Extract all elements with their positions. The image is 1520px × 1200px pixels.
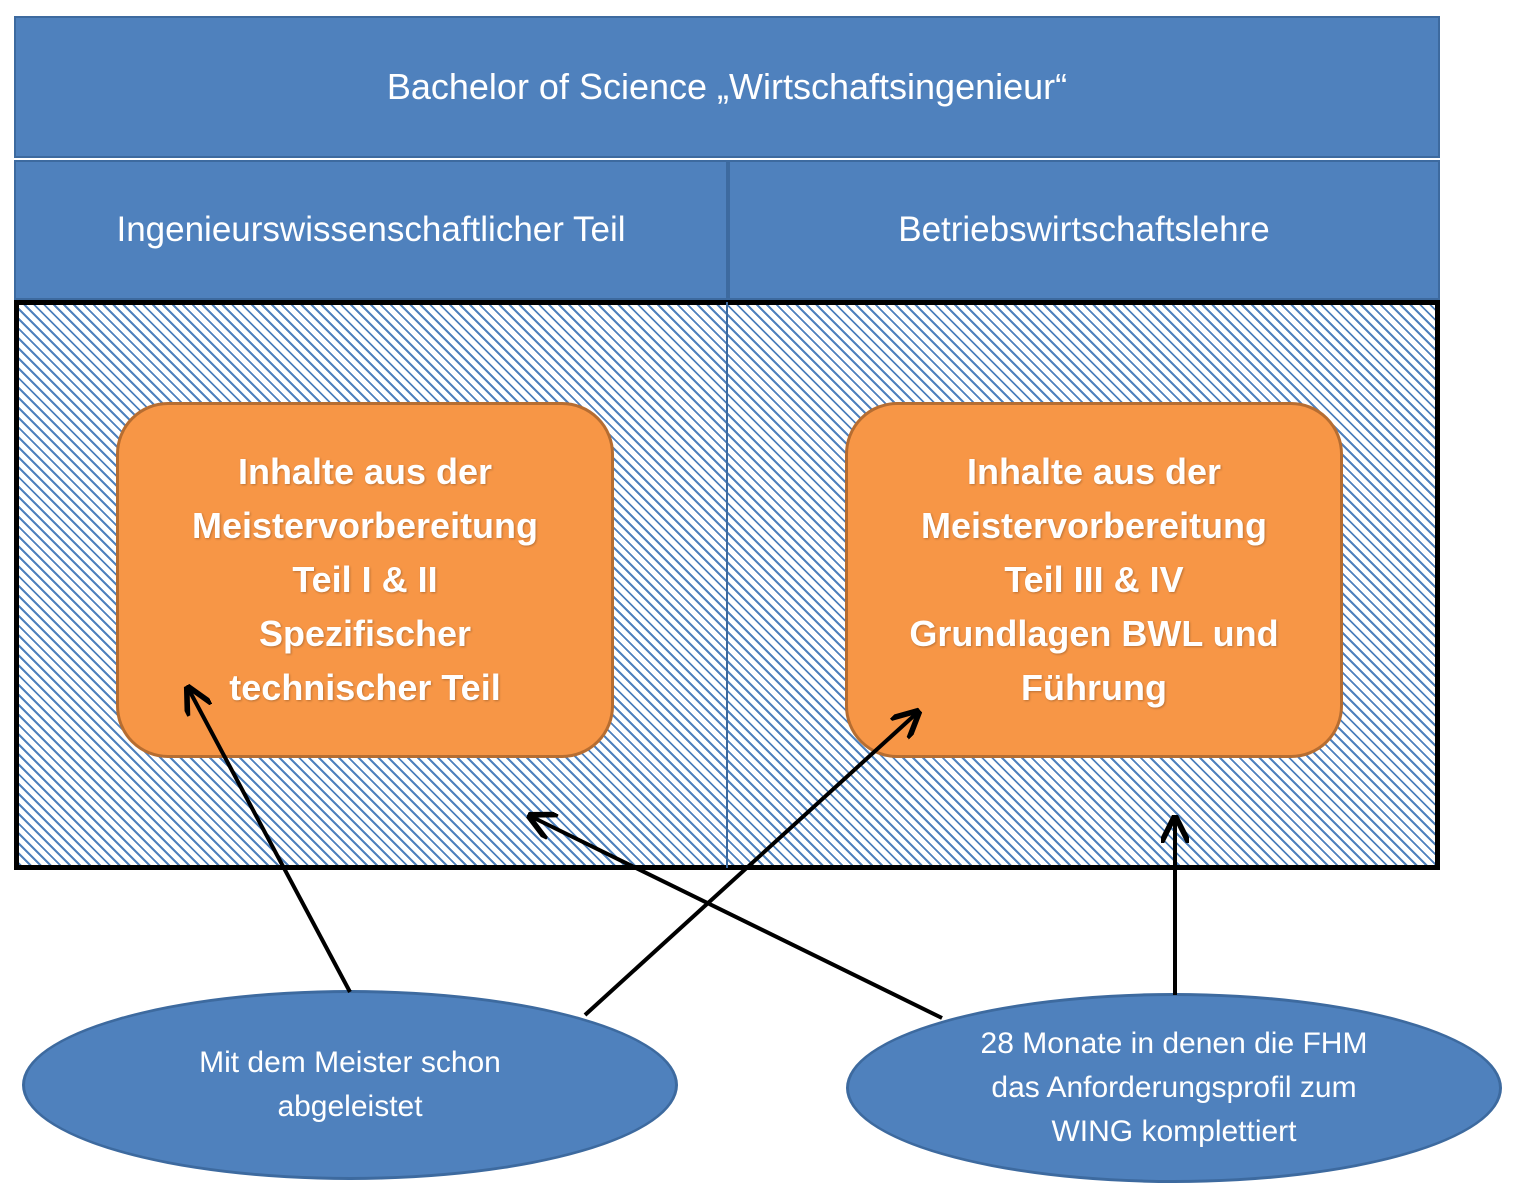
ellipse-line: Mit dem Meister schon (199, 1046, 501, 1079)
box-line: Inhalte aus der (966, 451, 1222, 492)
box-line: Inhalte aus der (237, 451, 493, 492)
box-line: Meistervorbereitung (191, 505, 539, 546)
box-line: Führung (1021, 667, 1167, 708)
box-line: Grundlagen BWL und (909, 613, 1279, 654)
box-line: Teil III & IV (1004, 559, 1184, 600)
fhm-completion-ellipse: 28 Monate in denen die FHM das Anforderu… (846, 993, 1502, 1183)
ellipse-line: das Anforderungsprofil zum (991, 1071, 1357, 1104)
ellipse-line: WING komplettiert (1051, 1115, 1297, 1148)
meister-part-1-2-box: Inhalte aus der Meistervorbereitung Teil… (116, 402, 614, 758)
business-column-header: Betriebswirtschaftslehre (728, 160, 1440, 300)
column-divider (726, 302, 728, 868)
degree-title-bar: Bachelor of Science „Wirtschaftsingenieu… (14, 16, 1440, 158)
box-line: Teil I & II (292, 559, 438, 600)
business-column-label: Betriebswirtschaftslehre (898, 210, 1270, 249)
engineering-column-header: Ingenieurswissenschaftlicher Teil (14, 160, 728, 300)
meister-part-3-4-box: Inhalte aus der Meistervorbereitung Teil… (845, 402, 1343, 758)
box-line: Meistervorbereitung (920, 505, 1268, 546)
already-completed-ellipse: Mit dem Meister schon abgeleistet (22, 990, 678, 1180)
ellipse-line: 28 Monate in denen die FHM (980, 1027, 1368, 1060)
degree-title: Bachelor of Science „Wirtschaftsingenieu… (386, 66, 1068, 107)
box-line: technischer Teil (229, 667, 501, 708)
ellipse-line: abgeleistet (277, 1090, 423, 1123)
engineering-column-label: Ingenieurswissenschaftlicher Teil (116, 210, 626, 249)
box-line: Spezifischer (258, 613, 472, 654)
